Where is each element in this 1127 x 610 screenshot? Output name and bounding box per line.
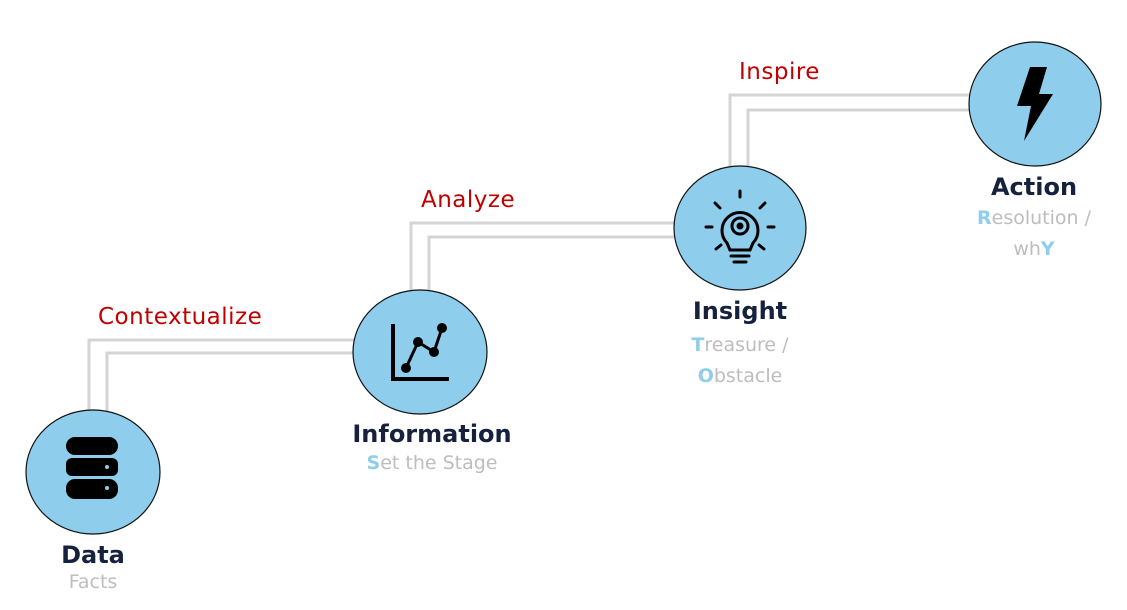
subtitle-rest: esolution / [991, 207, 1091, 229]
node-insight-circle [673, 165, 807, 291]
subtitle-prefix: wh [1013, 238, 1041, 260]
node-title-data: Data [61, 541, 125, 569]
node-title-insight: Insight [692, 297, 788, 325]
database-icon [66, 437, 118, 499]
node-subtitle-insight: Treasure / Obstacle [660, 330, 820, 392]
subtitle-rest: et the Stage [380, 452, 498, 474]
connector-label-analyze: Analyze [421, 187, 516, 213]
subtitle-line-1: Treasure / [660, 330, 820, 361]
node-subtitle-data: Facts [68, 571, 118, 593]
node-subtitle-information: Set the Stage [332, 448, 532, 479]
subtitle-initial: S [366, 452, 381, 474]
subtitle-line-2: Obstacle [660, 361, 820, 392]
node-action-circle [968, 41, 1102, 167]
connector-label-inspire: Inspire [739, 59, 820, 85]
subtitle-initial: T [691, 334, 705, 356]
subtitle-line-1: Resolution / [954, 203, 1114, 234]
subtitle-line-2: whY [954, 234, 1114, 265]
subtitle-initial: R [976, 207, 992, 229]
subtitle-initial: Y [1040, 238, 1055, 260]
subtitle-initial: O [697, 365, 714, 387]
subtitle-rest: bstacle [713, 365, 783, 387]
connector-inspire [728, 93, 970, 170]
lightning-bolt-icon [1017, 67, 1053, 141]
node-data-circle [25, 409, 161, 535]
node-title-information: Information [352, 420, 512, 448]
line-chart-icon [391, 323, 449, 381]
subtitle-rest: reasure / [704, 334, 789, 356]
node-subtitle-action: Resolution / whY [954, 203, 1114, 265]
connector-label-contextualize: Contextualize [98, 304, 263, 330]
lightbulb-gear-icon [704, 189, 776, 264]
node-title-action: Action [990, 173, 1078, 201]
connector-analyze [409, 221, 675, 295]
node-information-circle [352, 289, 488, 415]
